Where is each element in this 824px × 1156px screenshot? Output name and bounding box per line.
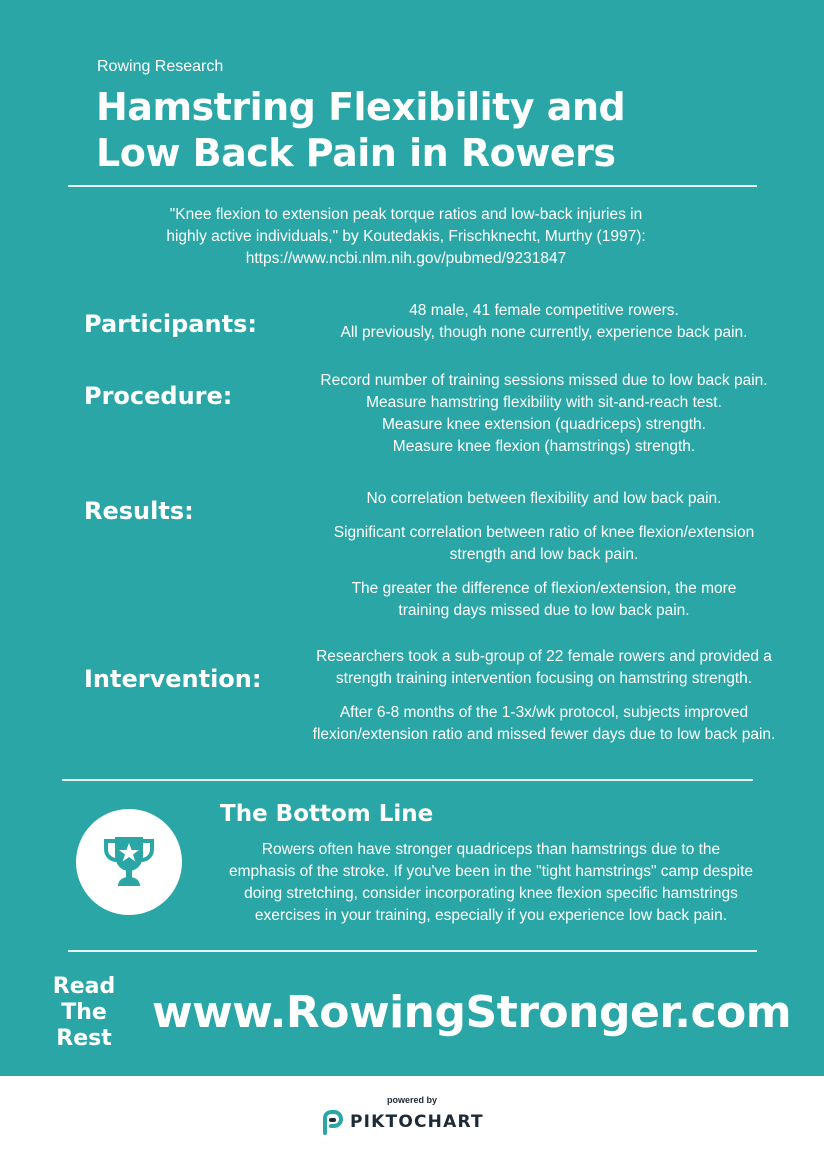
title-line-2: Low Back Pain in Rowers — [96, 131, 616, 175]
results-paragraph: The greater the difference of flexion/ex… — [292, 578, 796, 622]
divider-middle — [62, 779, 753, 781]
footer: powered by PIKTOCHART — [0, 1076, 824, 1156]
procedure-label: Procedure: — [84, 382, 233, 410]
cta-rest: Rest — [56, 1026, 112, 1051]
participants-label: Participants: — [84, 310, 257, 338]
title-line-1: Hamstring Flexibility and — [96, 85, 626, 129]
participants-line: 48 male, 41 female competitive rowers. — [409, 302, 679, 319]
citation: "Knee flexion to extension peak torque r… — [112, 204, 700, 270]
piktochart-wordmark: PIKTOCHART — [350, 1112, 484, 1132]
intervention-paragraph: After 6-8 months of the 1-3x/wk protocol… — [286, 702, 802, 746]
results-line: The greater the difference of flexion/ex… — [351, 580, 737, 597]
bottom-line-line: exercises in your training, especially i… — [254, 907, 728, 924]
intervention-line: Researchers took a sub-group of 22 femal… — [316, 648, 772, 665]
piktochart-logo[interactable]: PIKTOCHART — [322, 1109, 484, 1135]
bottom-line-title: The Bottom Line — [220, 801, 434, 827]
brand-label: Rowing Research — [97, 58, 224, 75]
read-the-rest: Read The Rest — [40, 974, 128, 1052]
bottom-line-line: Rowers often have stronger quadriceps th… — [261, 841, 721, 858]
bottom-line-line: doing stretching, consider incorporating… — [244, 885, 738, 902]
results-text: No correlation between flexibility and l… — [292, 488, 796, 622]
intervention-label: Intervention: — [84, 665, 262, 693]
intervention-line: strength training intervention focusing … — [335, 670, 753, 687]
trophy-star-icon — [104, 837, 154, 886]
intervention-paragraph: Researchers took a sub-group of 22 femal… — [286, 646, 802, 690]
procedure-line: Measure hamstring flexibility with sit-a… — [366, 394, 722, 411]
results-paragraph: No correlation between flexibility and l… — [366, 490, 722, 507]
infographic-poster: Rowing Research Hamstring Flexibility an… — [0, 0, 824, 1076]
procedure-line: Measure knee extension (quadriceps) stre… — [382, 416, 706, 433]
citation-line-1: "Knee flexion to extension peak torque r… — [169, 206, 643, 223]
results-label: Results: — [84, 497, 194, 525]
cta-read: Read — [52, 974, 116, 999]
divider-bottom — [68, 950, 757, 952]
divider-top — [68, 185, 757, 187]
piktochart-logo-icon — [323, 1110, 344, 1135]
bottom-line-text: Rowers often have stronger quadriceps th… — [200, 839, 782, 927]
page-title: Hamstring Flexibility and Low Back Pain … — [96, 84, 736, 176]
results-paragraph: Significant correlation between ratio of… — [292, 522, 796, 566]
procedure-line: Measure knee flexion (hamstrings) streng… — [392, 438, 696, 455]
intervention-text: Researchers took a sub-group of 22 femal… — [286, 646, 802, 746]
participants-text: 48 male, 41 female competitive rowers. A… — [292, 300, 796, 344]
intervention-line: After 6-8 months of the 1-3x/wk protocol… — [339, 704, 749, 721]
trophy-badge — [76, 809, 182, 915]
citation-url: https://www.ncbi.nlm.nih.gov/pubmed/9231… — [245, 250, 567, 267]
website-link[interactable]: www.RowingStronger.com — [152, 987, 792, 1038]
results-line: Significant correlation between ratio of… — [333, 524, 755, 541]
bottom-line-line: emphasis of the stroke. If you've been i… — [228, 863, 754, 880]
intervention-line: flexion/extension ratio and missed fewer… — [312, 726, 776, 743]
citation-line-2: highly active individuals," by Koutedaki… — [166, 228, 646, 245]
procedure-text: Record number of training sessions misse… — [292, 370, 796, 458]
powered-by-label: powered by — [386, 1095, 437, 1105]
results-line: training days missed due to low back pai… — [398, 602, 690, 619]
participants-line: All previously, though none currently, e… — [340, 324, 748, 341]
results-line: strength and low back pain. — [449, 546, 639, 563]
cta-the: The — [61, 1000, 107, 1025]
procedure-line: Record number of training sessions misse… — [320, 372, 768, 389]
